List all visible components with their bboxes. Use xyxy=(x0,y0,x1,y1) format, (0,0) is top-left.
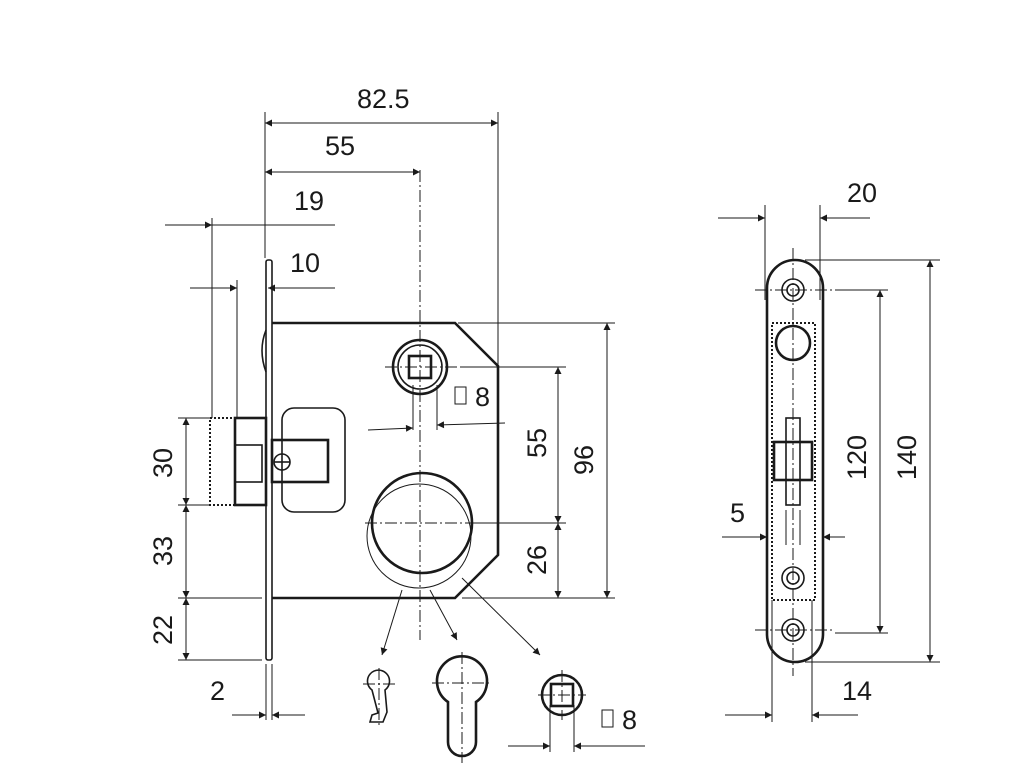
dim-82-5: 82.5 xyxy=(357,84,410,114)
lock-body-front-view xyxy=(209,170,500,661)
square-symbol-icon xyxy=(601,709,614,728)
dim-55-backset: 55 xyxy=(325,131,355,161)
dim-140: 140 xyxy=(892,435,922,480)
dim-5: 5 xyxy=(730,498,745,528)
dim-22: 22 xyxy=(148,615,178,645)
dim-14: 14 xyxy=(842,676,872,706)
dimension-labels: 82.5 55 19 10 8 55 96 26 30 33 22 2 20 1… xyxy=(148,84,922,735)
square-spindle-insert-icon xyxy=(508,670,645,752)
case-bump xyxy=(261,329,267,373)
euro-cylinder-insert-icon xyxy=(432,652,492,763)
dim-2: 2 xyxy=(210,676,225,706)
dim-10: 10 xyxy=(290,248,320,278)
dim-19: 19 xyxy=(294,186,324,216)
dimension-lines xyxy=(165,119,611,719)
latch-bolt xyxy=(209,407,346,513)
lock-case xyxy=(272,321,500,600)
extension-lines xyxy=(178,112,615,720)
dim-30: 30 xyxy=(148,448,178,478)
dim-120: 120 xyxy=(842,435,872,480)
dim-33: 33 xyxy=(148,536,178,566)
dim-96: 96 xyxy=(569,445,599,475)
square-symbol-icon xyxy=(454,386,467,405)
keyhole-insert-icon xyxy=(363,668,395,728)
strike-dimension-lines xyxy=(718,205,940,722)
dim-55-vertical: 55 xyxy=(522,428,552,458)
dim-insert-square-8: 8 xyxy=(622,705,637,735)
dim-20: 20 xyxy=(847,178,877,208)
dim-26: 26 xyxy=(522,545,552,575)
strike-plate xyxy=(755,248,835,676)
dim-square-8: 8 xyxy=(475,382,490,412)
